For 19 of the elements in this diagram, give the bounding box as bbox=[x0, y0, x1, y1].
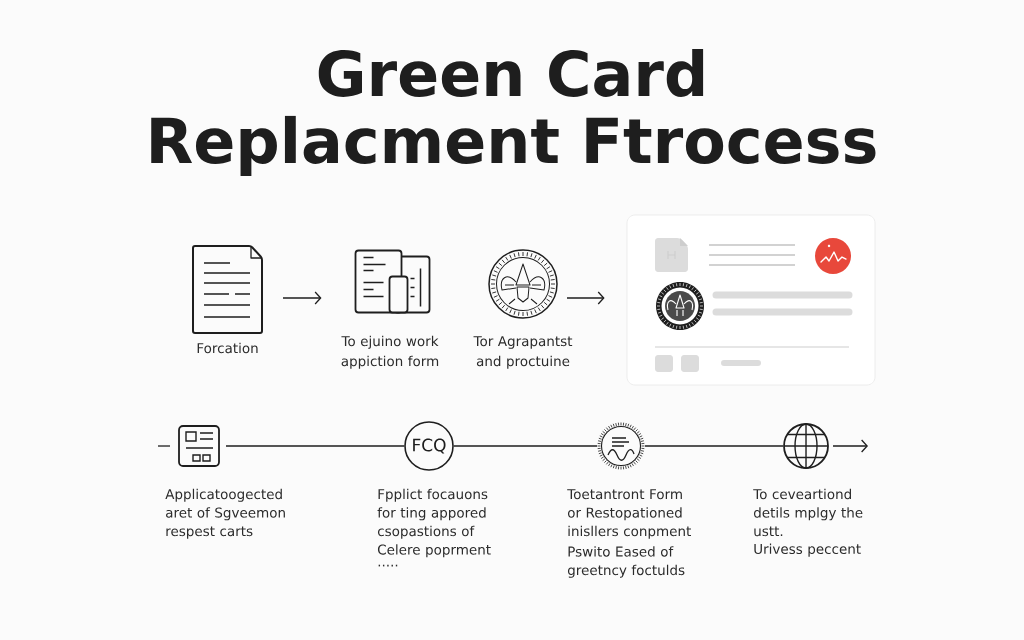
step-description: Applicatoogected aret of Sgveemon respest carts bbox=[165, 488, 285, 539]
arrow bbox=[282, 291, 322, 305]
title: Green Card Replacment Ftrocess bbox=[151, 48, 876, 176]
step-description: Fpplict focauons for ting appored csopastions of Celere poprment bbox=[377, 488, 491, 558]
step-description: Toetantront Form or Restopationed inisllers conpment bbox=[567, 489, 691, 539]
connector-line bbox=[157, 445, 171, 447]
step-label: Forcation bbox=[197, 342, 258, 354]
step-label: To ejuino work appiction form bbox=[341, 335, 439, 369]
circle-badge: FCQ bbox=[404, 421, 454, 471]
step-description: To ceveartiond detils mplgy the ustt. bbox=[753, 488, 863, 537]
step-description: Pswito Eased of greetncy foctulds bbox=[567, 546, 685, 578]
step-label: Tor Agrapantst and proctuine bbox=[473, 336, 573, 369]
connector-line bbox=[644, 445, 784, 447]
step-description: Urivess peccent bbox=[754, 543, 861, 557]
arrow bbox=[832, 439, 868, 453]
connector-line bbox=[225, 445, 405, 447]
step-description: ..... bbox=[378, 564, 398, 567]
arrow bbox=[566, 291, 605, 305]
connector-line bbox=[453, 445, 598, 447]
